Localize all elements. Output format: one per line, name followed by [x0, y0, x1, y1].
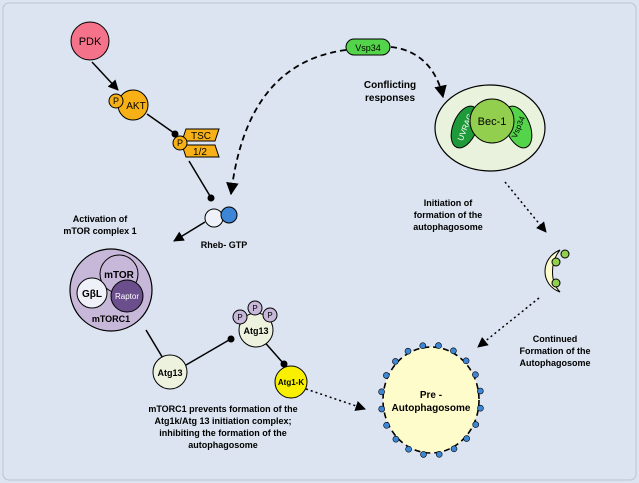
- membrane-dot: [382, 372, 390, 379]
- membrane-dot: [392, 435, 400, 443]
- dashed-arrow-vsp34-rheb: [226, 49, 347, 196]
- atg13-phos-label: Atg13: [243, 326, 268, 336]
- svg-text:Atg1k/Atg 13 initiation comple: Atg1k/Atg 13 initiation complex;: [154, 416, 291, 426]
- mtorc1-prevents-label: mTORC1 prevents formation of the Atg1k/A…: [148, 404, 297, 450]
- svg-text:Initiation of: Initiation of: [424, 198, 473, 208]
- pre-autophagosome-label-line2: Autophagosome: [392, 403, 471, 414]
- continued-formation-label: Continued Formation of the Autophagosome: [520, 334, 591, 368]
- membrane-dot: [476, 387, 484, 395]
- mtorc1-label: mTORC1: [92, 314, 130, 324]
- rheb-node: [204, 208, 224, 228]
- bec1-node: [469, 98, 515, 144]
- svg-text:P: P: [252, 304, 257, 313]
- inhibit-akt-tsc: [146, 113, 175, 134]
- atg13-phosphate: [262, 307, 278, 323]
- gbl-node: [76, 277, 108, 309]
- svg-text:autophagosome: autophagosome: [188, 440, 258, 450]
- membrane-dot: [462, 357, 470, 365]
- arrow-pdk-akt: [91, 61, 119, 91]
- pre-autophagosome: [382, 346, 480, 454]
- dotted-arrow-complex-crescent: [504, 181, 547, 233]
- membrane-dot: [404, 347, 412, 355]
- pre-autophagosome-dots: [378, 342, 484, 458]
- svg-text:Activation of: Activation of: [73, 214, 129, 224]
- svg-text:P: P: [237, 313, 242, 322]
- membrane-dot: [450, 347, 457, 355]
- conflicting-responses-label: Conflicting responses: [364, 80, 416, 104]
- svg-text:mTOR complex 1: mTOR complex 1: [63, 226, 136, 236]
- mtor-label: mTOR: [104, 270, 135, 281]
- atg13-left-node: [152, 354, 188, 390]
- membrane-dot: [392, 358, 399, 365]
- atg1k-node: [274, 365, 308, 399]
- gbl-label: GβL: [82, 289, 102, 300]
- dotted-arrow-atg1k-pre: [305, 388, 366, 411]
- tsc-bottom-shape: [181, 144, 220, 158]
- inhibit-mtorc1-atg13: [145, 329, 165, 361]
- crescent-dot: [560, 249, 570, 259]
- svg-text:Formation of the: Formation of the: [520, 346, 591, 356]
- membrane-dot: [435, 450, 443, 458]
- atg13-phosphate: [247, 300, 263, 316]
- inhibit-tsc-rheb: [188, 160, 211, 197]
- membrane-dot: [378, 388, 385, 396]
- atg13-phosphate: [232, 309, 248, 325]
- akt-phosphate: [108, 93, 124, 109]
- raptor-label: Raptor: [115, 292, 139, 301]
- atg13-left-label: Atg13: [157, 368, 182, 378]
- svg-text:P: P: [267, 311, 272, 320]
- rheb-label: Rheb- GTP: [201, 240, 248, 250]
- membrane-dot: [477, 404, 484, 412]
- pre-autophagosome-label-line1: Pre -: [420, 390, 442, 401]
- svg-text:Continued: Continued: [533, 334, 578, 344]
- svg-text:Autophagosome: Autophagosome: [520, 358, 591, 368]
- initiation-label: Initiation of formation of the autophago…: [413, 198, 483, 232]
- tsc-phosphate: [172, 135, 188, 151]
- membrane-dot: [419, 342, 427, 350]
- pdk-node: [70, 21, 110, 61]
- vsp34-node: [345, 38, 391, 56]
- activation-label: Activation of mTOR complex 1: [63, 214, 136, 236]
- membrane-dot: [405, 445, 412, 453]
- membrane-dot: [383, 421, 390, 429]
- inhibit-atg13-atg13p: [185, 339, 230, 366]
- membrane-dot: [435, 342, 442, 349]
- membrane-dot: [472, 421, 480, 428]
- membrane-dot: [472, 371, 479, 379]
- raptor-node: [110, 279, 144, 313]
- svg-text:Conflicting: Conflicting: [364, 80, 416, 91]
- tsc-label: TSC: [191, 131, 211, 142]
- pdk-label: PDK: [79, 36, 102, 48]
- akt-p-label: P: [113, 96, 119, 106]
- gtp-node: [220, 206, 238, 224]
- dotted-arrow-crescent-pre: [477, 297, 540, 348]
- arrow-rheb-mtorc1: [173, 221, 206, 242]
- tsc-p-label: P: [177, 138, 183, 148]
- svg-text:autophagosome: autophagosome: [413, 222, 483, 232]
- akt-label: AKT: [126, 101, 145, 112]
- membrane-dot: [463, 435, 470, 442]
- membrane-dot: [378, 405, 386, 413]
- svg-text:responses: responses: [365, 93, 415, 104]
- crescent-dot: [551, 278, 561, 288]
- membrane-dot: [420, 451, 427, 458]
- svg-text:formation of the: formation of the: [414, 210, 483, 220]
- tsc-12-label: 1/2: [193, 147, 207, 158]
- bec1-label: Bec-1: [478, 116, 507, 128]
- inhibit-dot: [171, 130, 179, 138]
- membrane-dot: [450, 445, 458, 453]
- crescent-dot: [551, 257, 561, 267]
- svg-text:inhibiting the formation of th: inhibiting the formation of the: [159, 428, 286, 438]
- svg-text:mTORC1 prevents formation of t: mTORC1 prevents formation of the: [148, 404, 297, 414]
- atg1k-label: Atg1-K: [278, 378, 304, 387]
- vsp34-label: Vsp34: [355, 43, 381, 53]
